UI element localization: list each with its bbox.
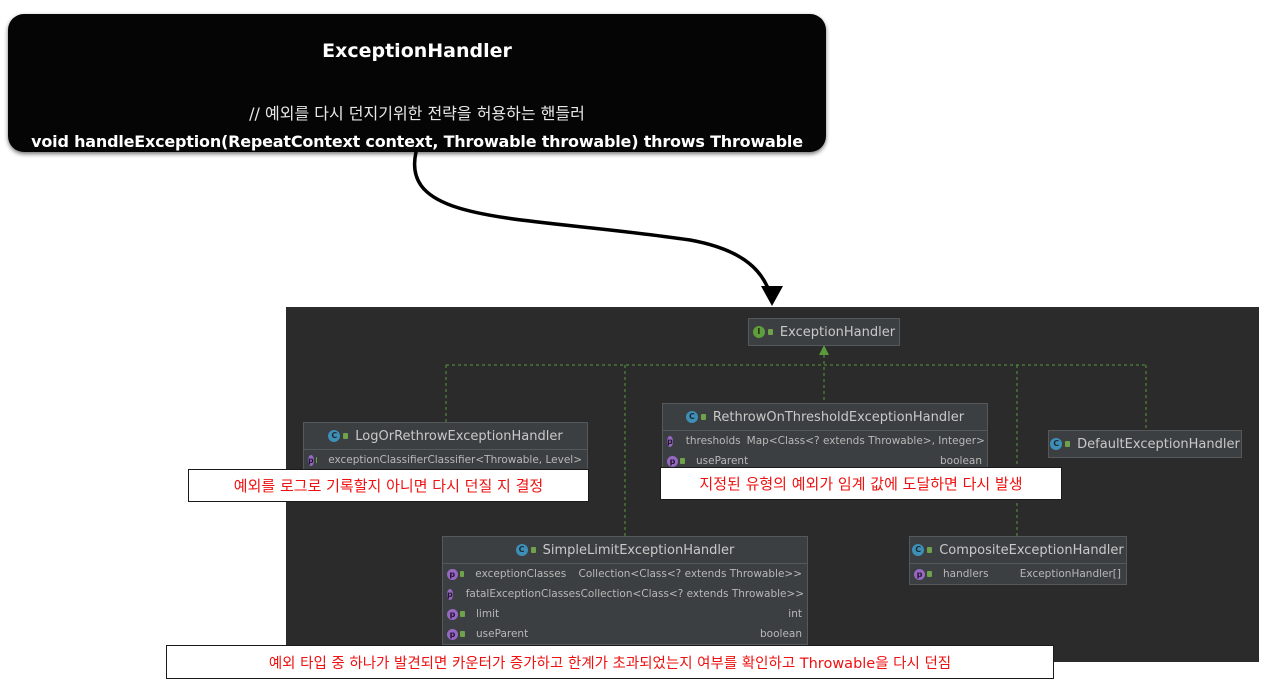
field-row: p exceptionClassifier Classifier<Throwab… (308, 454, 582, 466)
class-icon: C (515, 544, 528, 556)
class-name: RethrowOnThresholdExceptionHandler (712, 409, 965, 425)
property-icon: p (447, 568, 458, 580)
property-icon: p (308, 454, 314, 466)
field-row: p limit int (443, 604, 807, 624)
field-row: p handlers ExceptionHandler[] (910, 564, 1126, 584)
uml-diagram-panel: I ExceptionHandler C LogOrRethrowExcepti… (286, 307, 1259, 662)
field-row: p thresholds Map<Class<? extends Throwab… (667, 435, 985, 447)
class-log-or-rethrow[interactable]: C LogOrRethrowExceptionHandler p excepti… (303, 422, 588, 471)
field-row: p useParent boolean (443, 624, 807, 644)
class-rethrow-on-threshold[interactable]: C RethrowOnThresholdExceptionHandler p t… (662, 403, 988, 472)
public-lock-icon (530, 547, 536, 553)
public-lock-icon (700, 414, 706, 420)
class-name: SimpleLimitExceptionHandler (542, 542, 735, 558)
property-icon: p (447, 608, 458, 620)
field-row: p useParent boolean (663, 451, 987, 471)
private-lock-icon (460, 611, 465, 617)
class-composite[interactable]: C CompositeExceptionHandler p handlers E… (909, 536, 1127, 585)
class-icon: C (1050, 438, 1063, 450)
private-lock-icon (459, 571, 465, 577)
private-lock-icon (927, 571, 932, 577)
class-icon: C (685, 411, 698, 423)
note-log-or-rethrow: 예외를 로그로 기록할지 아니면 다시 던질 지 결정 (188, 469, 589, 502)
public-lock-icon (343, 433, 349, 439)
interface-name: ExceptionHandler (779, 324, 896, 340)
class-icon: C (912, 544, 925, 556)
note-simple-limit: 예외 타입 중 하나가 발견되면 카운터가 증가하고 한계가 초과되었는지 여부… (166, 645, 1054, 679)
field-row: p exceptionClasses Collection<Class<? ex… (443, 564, 807, 584)
property-icon: p (914, 568, 925, 580)
property-icon: p (447, 588, 453, 600)
class-name: LogOrRethrowExceptionHandler (355, 428, 563, 444)
public-lock-icon (1065, 441, 1071, 447)
private-lock-icon (680, 458, 685, 464)
callout-title: ExceptionHandler (322, 40, 512, 62)
property-icon: p (667, 435, 673, 447)
interface-exception-handler[interactable]: I ExceptionHandler (748, 318, 900, 346)
interface-icon: I (752, 326, 765, 338)
class-name: DefaultExceptionHandler (1077, 436, 1240, 452)
inheritance-arrow-icon (819, 345, 829, 355)
callout-method-signature: void handleException(RepeatContext conte… (31, 132, 803, 151)
field-row: p fatalExceptionClasses Collection<Class… (447, 588, 805, 600)
property-icon: p (667, 455, 678, 467)
note-rethrow-on-threshold: 지정된 유형의 예외가 임계 값에 도달하면 다시 발생 (660, 467, 1062, 500)
private-lock-icon (315, 457, 318, 463)
public-lock-icon (927, 547, 933, 553)
class-default[interactable]: C DefaultExceptionHandler (1048, 430, 1242, 458)
private-lock-icon (460, 631, 465, 637)
property-icon: p (447, 628, 458, 640)
arrow-head-icon (761, 286, 783, 306)
class-simple-limit[interactable]: C SimpleLimitExceptionHandler p exceptio… (442, 536, 808, 645)
public-lock-icon (767, 329, 773, 335)
callout-comment: // 예외를 다시 던지기위한 전략을 허용하는 핸들러 (249, 104, 585, 123)
inheritance-lines (445, 345, 1147, 536)
exception-handler-callout: ExceptionHandler // 예외를 다시 던지기위한 전략을 허용하… (8, 14, 826, 152)
class-name: CompositeExceptionHandler (939, 542, 1124, 558)
class-icon: C (328, 430, 341, 442)
